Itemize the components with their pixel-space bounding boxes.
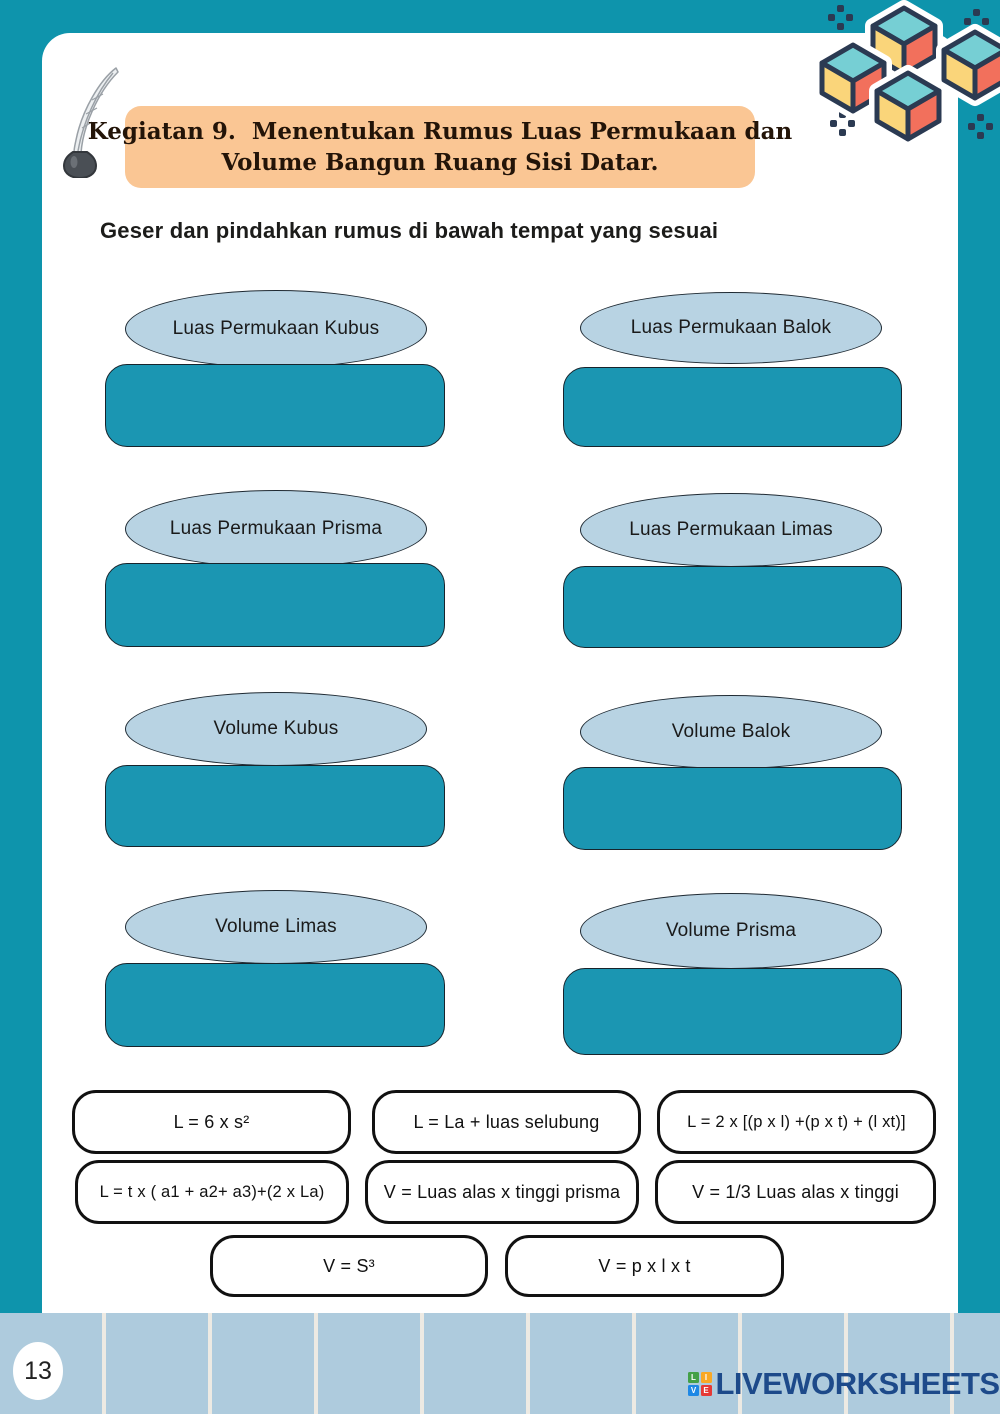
drop-zone-volume-balok[interactable] [563,767,902,850]
label-text: Volume Balok [671,721,791,742]
formula-chip-luas-limas[interactable]: L = La + luas selubung [372,1090,641,1154]
liveworksheets-logo: L I V E LIVEWORKSHEETS [688,1366,1000,1402]
label-oval-volume-balok: Volume Balok [580,695,882,769]
footer-filmstrip [0,1313,1000,1414]
filmstrip-cell [106,1313,208,1414]
activity-title-banner: Kegiatan 9. Menentukan Rumus Luas Permuk… [88,106,792,188]
logo-letter: E [700,1384,712,1396]
isometric-cubes-icon [810,0,1000,168]
sparkle-dots [828,5,854,31]
formula-chip-volume-balok[interactable]: V = p x l x t [505,1235,784,1297]
activity-title-line2: Volume Bangun Ruang Sisi Datar. [221,149,659,176]
label-text: Volume Limas [215,916,337,937]
formula-chip-luas-balok[interactable]: L = 2 x [(p x l) +(p x t) + (l xt)] [657,1090,936,1154]
drop-zone-luas-permukaan-limas[interactable] [563,566,902,648]
label-oval-volume-prisma: Volume Prisma [580,893,882,969]
drop-zone-volume-limas[interactable] [105,963,445,1047]
liveworksheets-logo-text: LIVEWORKSHEETS [715,1366,1000,1401]
label-oval-luas-permukaan-prisma: Luas Permukaan Prisma [125,490,427,568]
filmstrip-cell [318,1313,420,1414]
label-text: Luas Permukaan Limas [629,519,833,540]
label-oval-luas-permukaan-balok: Luas Permukaan Balok [580,292,882,364]
formula-chip-volume-kubus[interactable]: V = S³ [210,1235,488,1297]
formula-chip-volume-prisma[interactable]: V = Luas alas x tinggi prisma [365,1160,639,1224]
label-text: Luas Permukaan Prisma [169,518,383,539]
logo-letter: I [700,1372,712,1384]
label-text: Volume Kubus [213,718,339,739]
drop-zone-luas-permukaan-balok[interactable] [563,367,902,447]
label-text: Luas Permukaan Balok [630,317,832,338]
formula-chip-luas-kubus[interactable]: L = 6 x s² [72,1090,351,1154]
logo-letter: V [688,1384,699,1396]
sparkle-dots [830,111,856,137]
label-oval-volume-limas: Volume Limas [125,890,427,964]
frame-right [958,0,1000,1313]
logo-letter: L [688,1372,699,1384]
filmstrip-cell [848,1313,950,1414]
formula-chip-luas-prisma[interactable]: L = t x ( a1 + a2+ a3)+(2 x La) [75,1160,349,1224]
page-number-badge: 13 [13,1342,63,1400]
label-oval-luas-permukaan-kubus: Luas Permukaan Kubus [125,290,427,368]
liveworksheets-logo-icon: L I V E [688,1372,712,1396]
formula-chip-volume-limas[interactable]: V = 1/3 Luas alas x tinggi [655,1160,936,1224]
label-text: Volume Prisma [665,920,797,941]
label-oval-volume-kubus: Volume Kubus [125,692,427,766]
drop-zone-luas-permukaan-prisma[interactable] [105,563,445,647]
filmstrip-cell [954,1313,1000,1414]
drop-zone-volume-prisma[interactable] [563,968,902,1055]
frame-left [0,0,42,1313]
filmstrip-cell [424,1313,526,1414]
filmstrip-cell [636,1313,738,1414]
filmstrip-cell [212,1313,314,1414]
label-text: Luas Permukaan Kubus [172,318,380,339]
filmstrip-cell [530,1313,632,1414]
drop-zone-luas-permukaan-kubus[interactable] [105,364,445,447]
sparkle-dots [968,114,994,140]
drop-zone-volume-kubus[interactable] [105,765,445,847]
quill-ink-icon [60,66,126,180]
filmstrip-cell [742,1313,844,1414]
instruction-text: Geser dan pindahkan rumus di bawah tempa… [100,218,719,243]
activity-title-line1: Kegiatan 9. Menentukan Rumus Luas Permuk… [87,118,793,145]
label-oval-luas-permukaan-limas: Luas Permukaan Limas [580,493,882,567]
page-number: 13 [24,1356,52,1385]
